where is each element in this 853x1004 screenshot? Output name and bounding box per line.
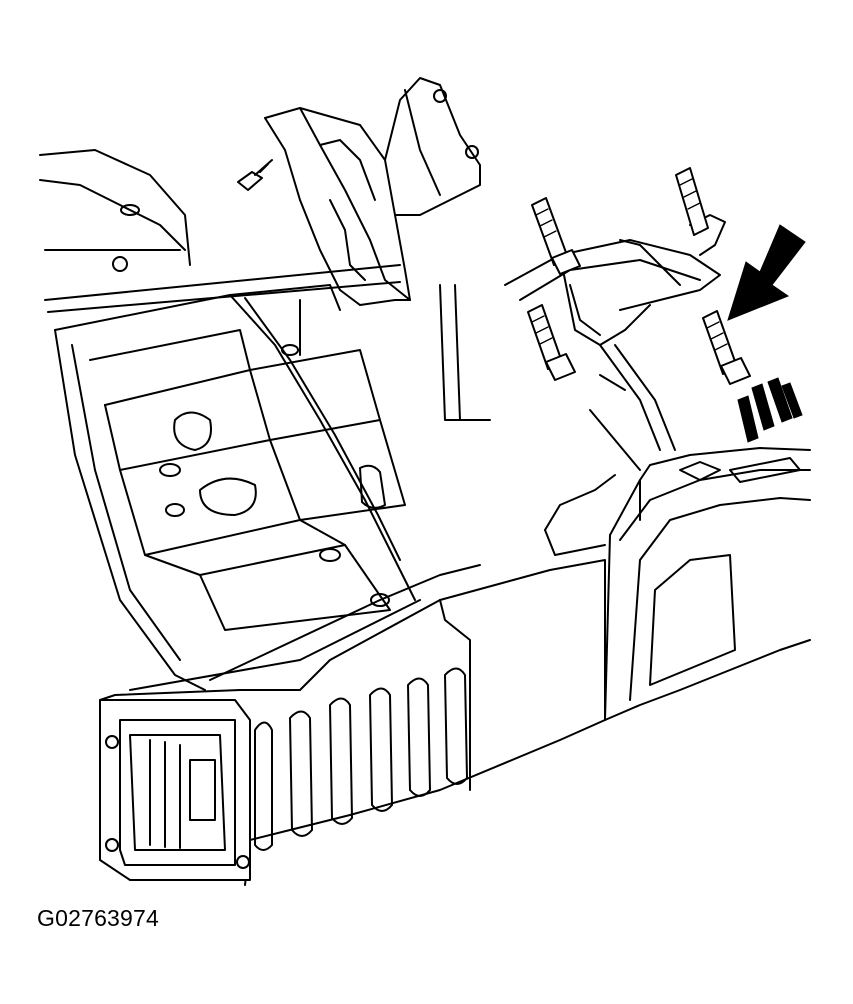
right-frame-rail: [544, 409, 811, 721]
frame-extension: [99, 559, 606, 886]
bolt-lower-left: [527, 304, 576, 381]
arrow-down-left-icon: [727, 224, 806, 321]
crossmember: [54, 284, 416, 691]
figure-id-label: G02763974: [37, 905, 160, 931]
motion-lines-icon: [737, 377, 803, 443]
bolt-upper-right: [675, 167, 709, 236]
upper-bracket: [237, 77, 491, 421]
bolt-lower-right: [702, 310, 751, 385]
bolt-upper-left: [531, 197, 581, 275]
